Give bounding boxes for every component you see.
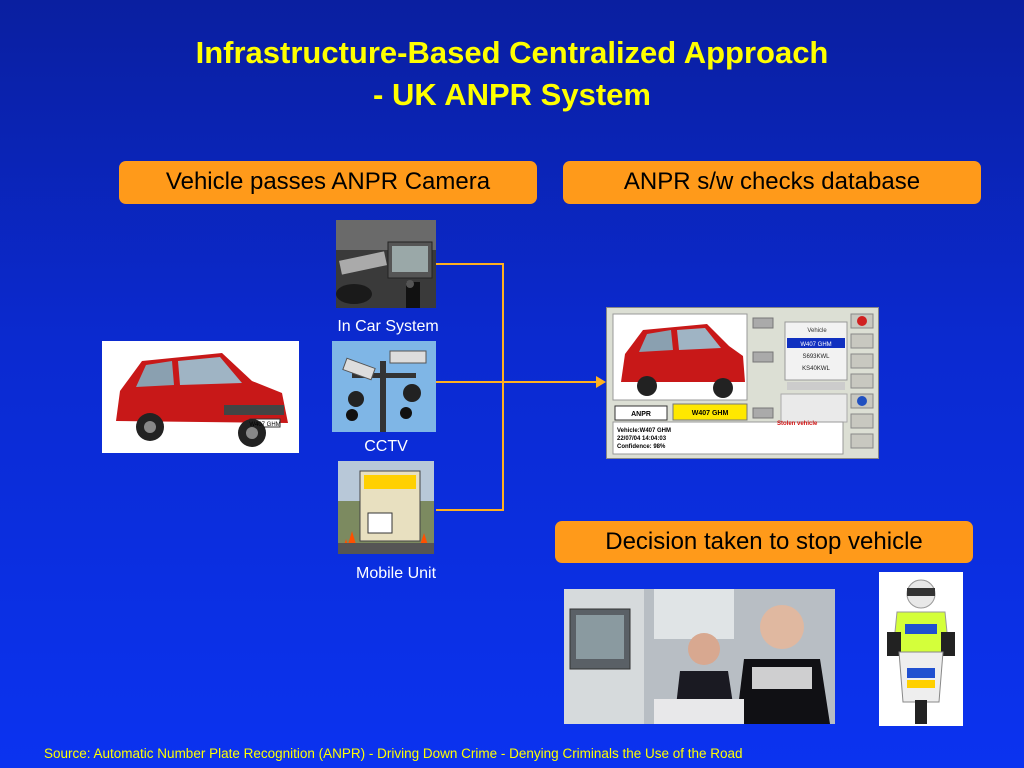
screen-info-line-1: Vehicle:W407 GHM [617, 428, 671, 434]
caption-cctv: CCTV [364, 438, 408, 455]
mobile-unit-photo [338, 461, 434, 554]
car-plate-text: W407 GHM [249, 422, 280, 428]
screen-plate-value: W407 GHM [692, 410, 729, 417]
police-motorcycle-photo [879, 572, 963, 726]
cctv-photo [332, 341, 436, 432]
info-icon [857, 396, 867, 406]
caption-in-car: In Car System [337, 318, 439, 335]
screen-plate-label: ANPR [631, 411, 651, 418]
arrow-head-icon [596, 376, 606, 388]
source-footer: Source: Automatic Number Plate Recogniti… [44, 746, 743, 761]
screen-info-line-3: Confidence: 98% [617, 444, 666, 450]
red-alarm-icon [857, 316, 867, 326]
step-camera-box: Vehicle passes ANPR Camera [119, 161, 537, 204]
control-room-photo [564, 589, 835, 724]
title-line-1: Infrastructure-Based Centralized Approac… [195, 35, 829, 70]
screen-info-line-2: 22/07/04 14:04:03 [617, 436, 667, 442]
slide-title: Infrastructure-Based Centralized Approac… [0, 32, 1024, 116]
screen-list-item-3: KS40KWL [802, 366, 830, 372]
step-decision-box: Decision taken to stop vehicle [555, 521, 973, 563]
caption-mobile-unit: Mobile Unit [355, 565, 437, 582]
screen-list-header: Vehicle [807, 328, 827, 334]
screen-list-item-2: S693KWL [802, 354, 830, 360]
red-car-photo: W407 GHM [102, 341, 299, 453]
anpr-software-screen: Vehicle W407 GHM S693KWL KS40KWL ANPR W4… [606, 307, 879, 459]
connector-bracket [436, 263, 504, 511]
title-line-2: - UK ANPR System [373, 77, 651, 112]
in-car-system-photo [336, 220, 436, 308]
screen-list-item-1: W407 GHM [800, 342, 831, 348]
screen-alert-text: Stolen vehicle [777, 421, 818, 427]
step-database-box: ANPR s/w checks database [563, 161, 981, 204]
